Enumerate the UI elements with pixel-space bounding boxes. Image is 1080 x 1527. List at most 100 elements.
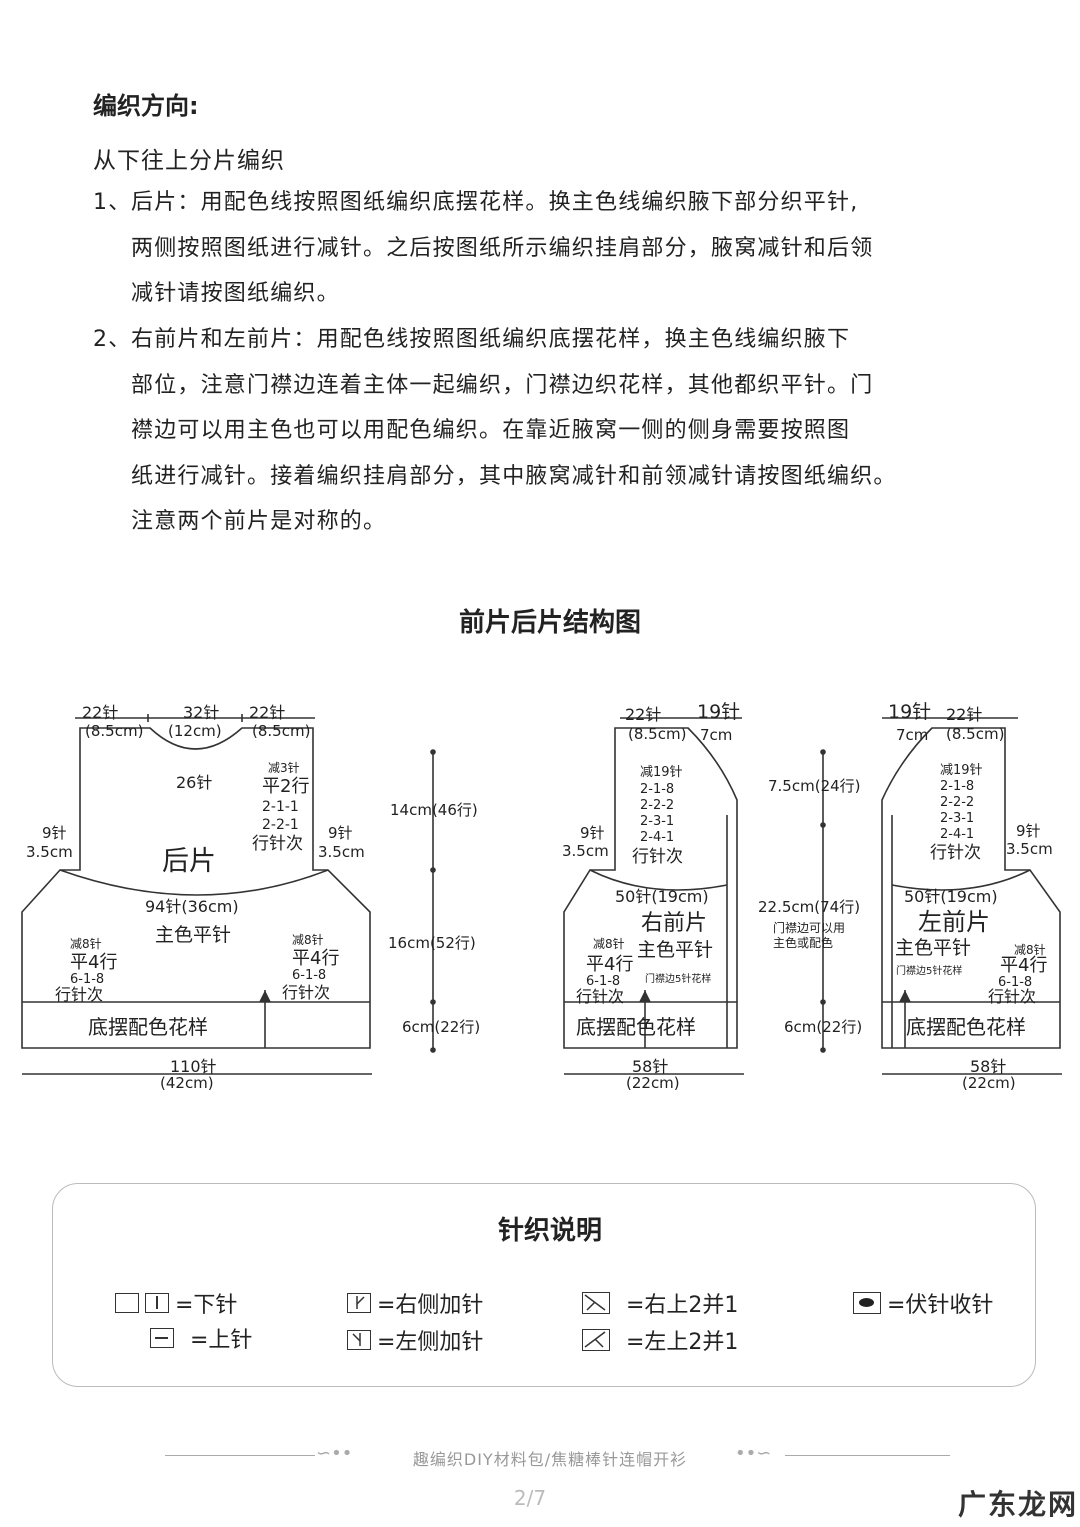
rf-main: 主色平针 <box>637 939 713 961</box>
legend-left-dec: =左上2并1 <box>582 1324 738 1356</box>
step-line: 右前片和左前片：用配色线按照图纸编织底摆花样，换主色线编织腋下 <box>131 327 851 352</box>
rf-bottom-cm: (22cm) <box>626 1074 680 1092</box>
lf-bottom: 58针 <box>970 1057 1006 1076</box>
back-ping4-l: 平4行 <box>70 952 117 973</box>
ornament-left-icon: ∽•• <box>316 1443 353 1464</box>
lf-hzc: 行针次 <box>930 843 981 863</box>
back-right9cm: 3.5cm <box>318 843 365 861</box>
lf-right9: 9针 <box>1016 822 1041 840</box>
legend-right-dec: =右上2并1 <box>582 1287 738 1319</box>
blank-square-icon <box>115 1293 139 1313</box>
rf-left9cm: 3.5cm <box>562 842 609 860</box>
back-neck: 26针 <box>176 773 212 792</box>
rf-hzc2: 行针次 <box>576 987 624 1006</box>
lf-top22cm: (8.5cm) <box>946 725 1004 743</box>
back-dec3: 减3针 <box>268 760 300 775</box>
rf-rule618: 6-1-8 <box>586 974 620 989</box>
bind-off-icon <box>853 1292 881 1314</box>
rf-r2: 2-2-2 <box>640 798 674 813</box>
back-width94: 94针(36cm) <box>145 897 239 916</box>
rf-hem: 底摆配色花样 <box>576 1015 696 1039</box>
back-top-left: 22针 <box>82 703 118 722</box>
rf-hzc: 行针次 <box>632 847 683 867</box>
back-bottom-cm: (42cm) <box>160 1074 214 1092</box>
back-hzc2-l: 行针次 <box>55 985 103 1004</box>
back-left9: 9针 <box>42 824 67 842</box>
ornament-right-icon: ••∽ <box>735 1443 772 1464</box>
chart-title: 前片后片结构图 <box>458 608 641 638</box>
legend-right-dec-label: =右上2并1 <box>626 1293 739 1318</box>
rf-top22cm: (8.5cm) <box>628 725 686 743</box>
placket-note-1: 门襟边可以用 <box>773 920 845 935</box>
rf-name: 右前片 <box>641 911 707 936</box>
rf-top19cm: 7cm <box>700 726 732 744</box>
legend-knit-label: =下针 <box>175 1293 238 1318</box>
lf-placket: 门襟边5针花样 <box>896 964 962 977</box>
back-ping4-r: 平4行 <box>292 948 339 969</box>
step-line: 注意两个前片是对称的。 <box>131 509 387 534</box>
legend-knit: =下针 <box>115 1287 237 1319</box>
lf-top19cm: 7cm <box>896 726 928 744</box>
right-increase-icon <box>347 1293 371 1313</box>
back-hem: 底摆配色花样 <box>88 1015 208 1039</box>
dim-16cm: 16cm(52行) <box>388 934 476 952</box>
legend-purl-label: =上针 <box>190 1328 253 1353</box>
step-1: 1、 后片：用配色线按照图纸编织底摆花样。换主色线编织腋下部分织平针, 两侧按照… <box>93 180 873 317</box>
rf-bottom: 58针 <box>632 1057 668 1076</box>
back-top-right-cm: (8.5cm) <box>252 722 310 740</box>
lf-top19: 19针 <box>888 701 931 723</box>
section-heading: 编织方向: <box>93 92 199 120</box>
lf-hem: 底摆配色花样 <box>906 1015 1026 1039</box>
dim-7-5cm: 7.5cm(24行) <box>768 777 861 795</box>
lf-rule618: 6-1-8 <box>998 975 1032 990</box>
rf-dec19: 减19针 <box>640 765 683 780</box>
back-name: 后片 <box>162 846 216 877</box>
right-front-outline <box>563 727 738 1049</box>
step-number: 2、 <box>93 327 132 352</box>
step-line: 部位，注意门襟边连着主体一起编织，门襟边织花样，其他都织平针。门 <box>131 372 874 398</box>
legend-left-dec-label: =左上2并1 <box>626 1330 739 1355</box>
rf-r1: 2-1-8 <box>640 782 674 797</box>
lf-r2: 2-2-2 <box>940 795 974 810</box>
left-decrease-icon <box>582 1329 610 1351</box>
left-front-outline <box>881 727 1061 1049</box>
back-top-mid-cm: (12cm) <box>168 722 222 740</box>
back-hzc2-r: 行针次 <box>282 983 330 1002</box>
footer-text: 趣编织DIY材料包/焦糖棒针连帽开衫 <box>412 1450 688 1469</box>
lf-r4: 2-4-1 <box>940 827 974 842</box>
page-number: 2/7 <box>513 1486 547 1510</box>
back-right9: 9针 <box>328 824 353 842</box>
lf-hzc2: 行针次 <box>988 987 1036 1006</box>
rf-ping4: 平4行 <box>586 954 633 975</box>
step-2: 2、 右前片和左前片：用配色线按照图纸编织底摆花样，换主色线编织腋下 部位，注意… <box>93 317 897 545</box>
step-number: 1、 <box>93 190 132 215</box>
knit-icon <box>145 1293 169 1313</box>
rf-r3: 2-3-1 <box>640 814 674 829</box>
lf-width50: 50针(19cm) <box>904 887 998 906</box>
pattern-diagram: 22针 (8.5cm) 32针 (12cm) 22针 (8.5cm) 26针 减… <box>21 701 1062 1092</box>
rf-top22: 22针 <box>625 705 661 724</box>
dim-6cm-2: 6cm(22行) <box>784 1018 862 1036</box>
step-line: 襟边可以用主色也可以用配色编织。在靠近腋窝一侧的侧身需要按照图 <box>131 418 851 443</box>
step-line: 纸进行减针。接着编织挂肩部分，其中腋窝减针和前领减针请按图纸编织。 <box>131 463 897 489</box>
back-main: 主色平针 <box>155 924 231 946</box>
legend-bindoff-label: =伏针收针 <box>887 1293 994 1318</box>
lf-r3: 2-3-1 <box>940 811 974 826</box>
left-increase-icon <box>347 1330 371 1350</box>
back-bottom: 110针 <box>170 1057 217 1076</box>
back-piece-outline <box>21 727 371 1049</box>
lf-dec19: 减19针 <box>940 763 983 778</box>
back-dec8-l: 减8针 <box>70 936 102 951</box>
legend-left-inc: =左侧加针 <box>347 1324 483 1356</box>
dim-14cm: 14cm(46行) <box>390 801 478 819</box>
watermark: 广东龙网 <box>958 1488 1079 1521</box>
lf-ping4: 平4行 <box>1000 955 1047 976</box>
rf-r4: 2-4-1 <box>640 830 674 845</box>
rf-dec8: 减8针 <box>593 936 625 951</box>
lf-right9cm: 3.5cm <box>1006 840 1053 858</box>
right-decrease-icon <box>582 1292 610 1314</box>
rf-width50: 50针(19cm) <box>615 887 709 906</box>
placket-note-2: 主色或配色 <box>773 936 833 950</box>
lf-top22: 22针 <box>946 705 982 724</box>
footer-rule-right <box>785 1455 950 1456</box>
